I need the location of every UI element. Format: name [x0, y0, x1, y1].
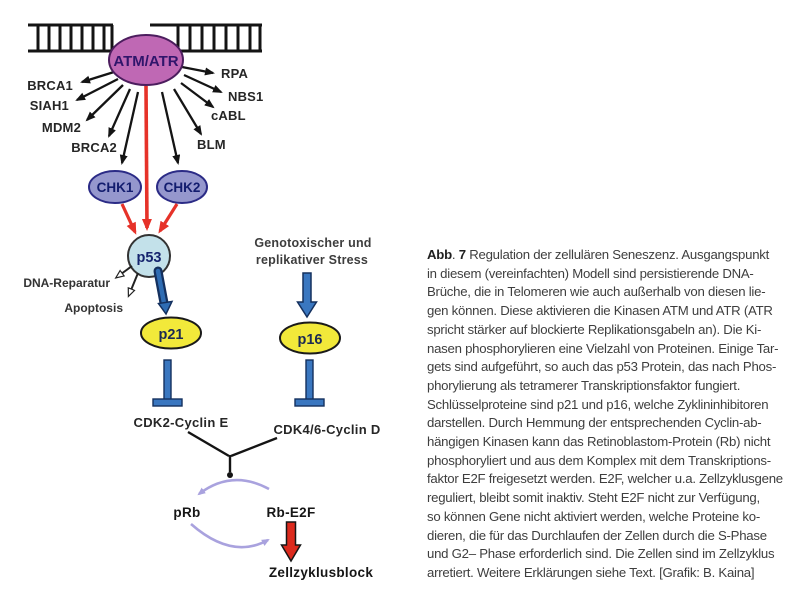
target-label-siah1: SIAH1	[30, 98, 69, 113]
arrow-to-brca1	[80, 70, 115, 84]
target-label-rpa: RPA	[221, 66, 248, 81]
arrow-to-nbs1	[183, 73, 223, 94]
caption-line: arretiert. Weitere Erklärungen siehe Tex…	[427, 564, 755, 580]
caption-line: Brüche, die in Telomeren wie auch außerh…	[427, 284, 766, 300]
rb-cycle-arc-top	[197, 478, 270, 496]
p21-node	[140, 316, 202, 350]
caption-line: phorylierung als tetramerer Transkriptio…	[427, 377, 741, 393]
arrow-p53-to-p21	[153, 266, 174, 316]
caption-line: spricht stärker auf blockierte Replikati…	[427, 321, 762, 337]
p16-inhibition-tbar	[294, 359, 325, 407]
red-arrow-chk1-to-p53	[120, 203, 137, 235]
arrow-to-cabl	[180, 82, 215, 109]
arrow-to-chk2	[160, 91, 181, 165]
caption-line: darstellen. Durch Hemmung der entspreche…	[427, 415, 762, 431]
arrow-p53-to-dna-repair	[117, 265, 133, 277]
rb-e2f-label: Rb-E2F	[266, 505, 315, 520]
red-arrow-atm-to-p53	[141, 85, 152, 231]
caption-line: Abb. 7 Regulation der zellulären Senesze…	[427, 247, 770, 262]
arrow-to-mdm2	[85, 84, 124, 122]
caption-label: Abb	[427, 247, 452, 262]
caption-line: gen können. Diese aktivieren die Kinasen…	[427, 303, 773, 319]
arrow-to-blm	[173, 88, 203, 136]
red-arrow-chk2-to-p53	[158, 203, 179, 234]
atm-target-arrows	[75, 65, 223, 165]
rb-e2f-block-arrow	[280, 521, 302, 563]
prb-label: pRb	[173, 505, 200, 520]
zellzyklusblock-label: Zellzyklusblock	[269, 565, 373, 580]
cdk2-cyclin-e-label: CDK2-Cyclin E	[134, 415, 229, 430]
atm-atr-node	[108, 34, 184, 86]
arrow-to-rpa	[181, 65, 215, 76]
stress-label-line2: replikativer Stress	[256, 253, 368, 267]
p21-inhibition-tbar	[152, 359, 183, 407]
caption-line: Schlüsselproteine sind p21 und p16, welc…	[427, 396, 769, 412]
target-label-cabl: cABL	[211, 108, 246, 123]
target-label-brca1: BRCA1	[27, 78, 73, 93]
figure-caption: Abb. 7 Regulation der zellulären Senesze…	[427, 246, 800, 583]
cdk-convergence-lines	[187, 430, 278, 472]
target-label-mdm2: MDM2	[42, 120, 81, 135]
caption-line: reguliert, bleibt somit inaktiv. Steht E…	[427, 490, 760, 506]
chk1-label: CHK1	[97, 180, 134, 195]
p16-node	[279, 321, 341, 355]
dna-ladder	[28, 23, 262, 53]
caption-line: nasen phosphorylieren eine Vielzahl von …	[427, 340, 779, 356]
chk2-node	[156, 170, 208, 204]
apoptosis-label: Apoptosis	[64, 301, 123, 315]
rb-cycle-arc-bottom	[190, 523, 270, 549]
atm-atr-label: ATM/ATR	[113, 53, 178, 70]
stress-label-line1: Genotoxischer und	[254, 236, 371, 250]
pathway-diagram: BRCA1 SIAH1 MDM2 BRCA2 RPA NBS1 cABL BLM…	[23, 23, 380, 580]
stress-to-p16-arrow	[296, 272, 318, 319]
junction-dot	[227, 472, 233, 478]
caption-line: gets sind aufgeführt, so auch das p53 Pr…	[427, 359, 777, 375]
arrow-to-siah1	[75, 77, 119, 102]
dna-repair-label: DNA-Reparatur	[23, 276, 110, 290]
chk1-node	[88, 170, 142, 204]
caption-line: faktor E2F freigesetzt werden. E2F, welc…	[427, 471, 783, 487]
caption-line: dieren, die für das Durchlaufen der Zell…	[427, 527, 767, 543]
caption-line: hängigen Kinasen kann das Retinoblastom-…	[427, 434, 771, 450]
p16-label: p16	[298, 332, 323, 348]
cdk46-cyclin-d-label: CDK4/6-Cyclin D	[273, 422, 380, 437]
p53-node	[127, 234, 171, 278]
arrow-to-chk1	[119, 91, 140, 165]
arrow-to-brca2	[107, 88, 132, 138]
target-label-brca2: BRCA2	[71, 140, 117, 155]
caption-line: so können Gene nicht aktiviert werden, w…	[427, 508, 760, 524]
p53-label: p53	[137, 250, 162, 266]
caption-line: in diesem (vereinfachten) Modell sind pe…	[427, 265, 754, 281]
arrow-p53-to-apoptosis	[129, 272, 139, 295]
p21-label: p21	[159, 327, 184, 343]
caption-line: und G2– Phase erforderlich sind. Die Zel…	[427, 546, 775, 562]
caption-line: phosphoryliert und aus dem Komplex mit d…	[427, 452, 771, 468]
target-label-nbs1: NBS1	[228, 89, 263, 104]
chk2-label: CHK2	[164, 180, 201, 195]
target-label-blm: BLM	[197, 137, 226, 152]
